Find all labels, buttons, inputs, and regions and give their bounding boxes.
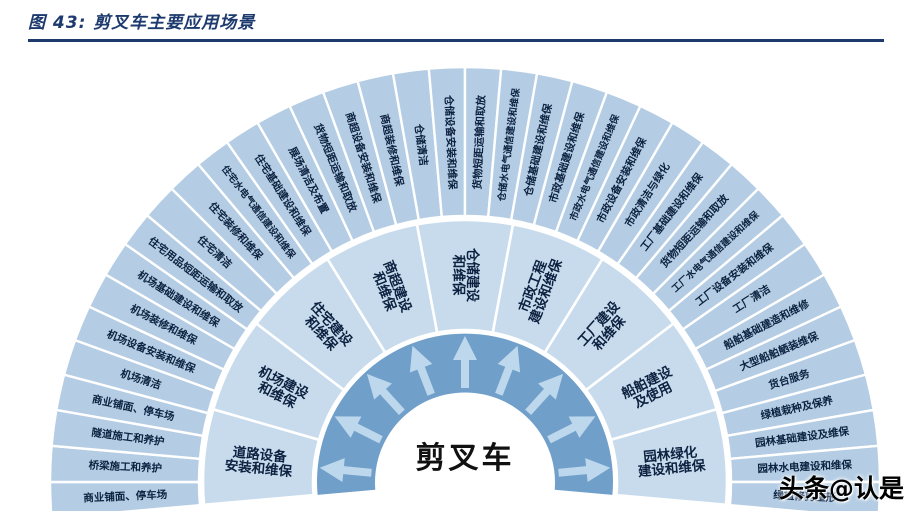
outer-segment-label: 园林水电建设和维保 <box>757 458 852 475</box>
inner-segment-label: 商超建设和维保 <box>367 258 416 320</box>
fan-center-circle <box>381 398 549 511</box>
inner-segment-label: 仓储建设和维保 <box>450 247 481 302</box>
outer-segment-label: 货物短距运输和取放 <box>471 94 488 190</box>
figure-header: 图 43: 剪叉车主要应用场景 <box>28 8 884 42</box>
outer-segment <box>728 480 882 511</box>
outward-arrow-icon <box>495 345 521 396</box>
outward-arrow-icon <box>525 373 564 416</box>
title-underline <box>28 39 884 42</box>
inner-segment-label: 园林绿化建设和维保 <box>635 443 707 481</box>
outward-arrow-icon <box>558 458 611 483</box>
outward-arrow-icon <box>319 458 372 483</box>
fan-arrow-band-shape <box>316 333 613 495</box>
inner-segment-label: 道路设备安装和维保 <box>224 443 295 480</box>
inner-segment <box>609 407 729 507</box>
outward-arrow-icon <box>409 345 435 396</box>
fan-arrow-band <box>316 333 613 495</box>
outward-arrow-icon <box>366 373 405 416</box>
fan-center-label: 剪叉车 <box>416 441 515 476</box>
fan-inner-ring: 道路设备安装和维保机场建设和维保住宅建设和维保商超建设和维保仓储建设和维保市政工… <box>201 218 729 507</box>
outward-arrow-icon <box>547 416 596 444</box>
outer-segment-label: 仓储清洁 <box>412 122 431 167</box>
outer-segment-label: 仓储设备安装和维保 <box>442 94 459 190</box>
outward-arrow-icon <box>334 416 383 444</box>
fan-outer-ring: 商业铺面、停车场桥梁施工和养护隧道施工和养护商业铺面、停车场机场清洁机场设备安装… <box>48 65 882 511</box>
outer-segment-label: 桥梁施工和养护 <box>88 459 162 475</box>
outer-segment-label: 绿植修剪整形 <box>773 488 837 504</box>
outward-arrow-icon <box>453 336 477 388</box>
figure-title: 图 43: 剪叉车主要应用场景 <box>28 13 256 33</box>
outer-segment-label: 商业铺面、停车场 <box>83 488 168 505</box>
watermark: 头条@认是 <box>778 474 904 503</box>
